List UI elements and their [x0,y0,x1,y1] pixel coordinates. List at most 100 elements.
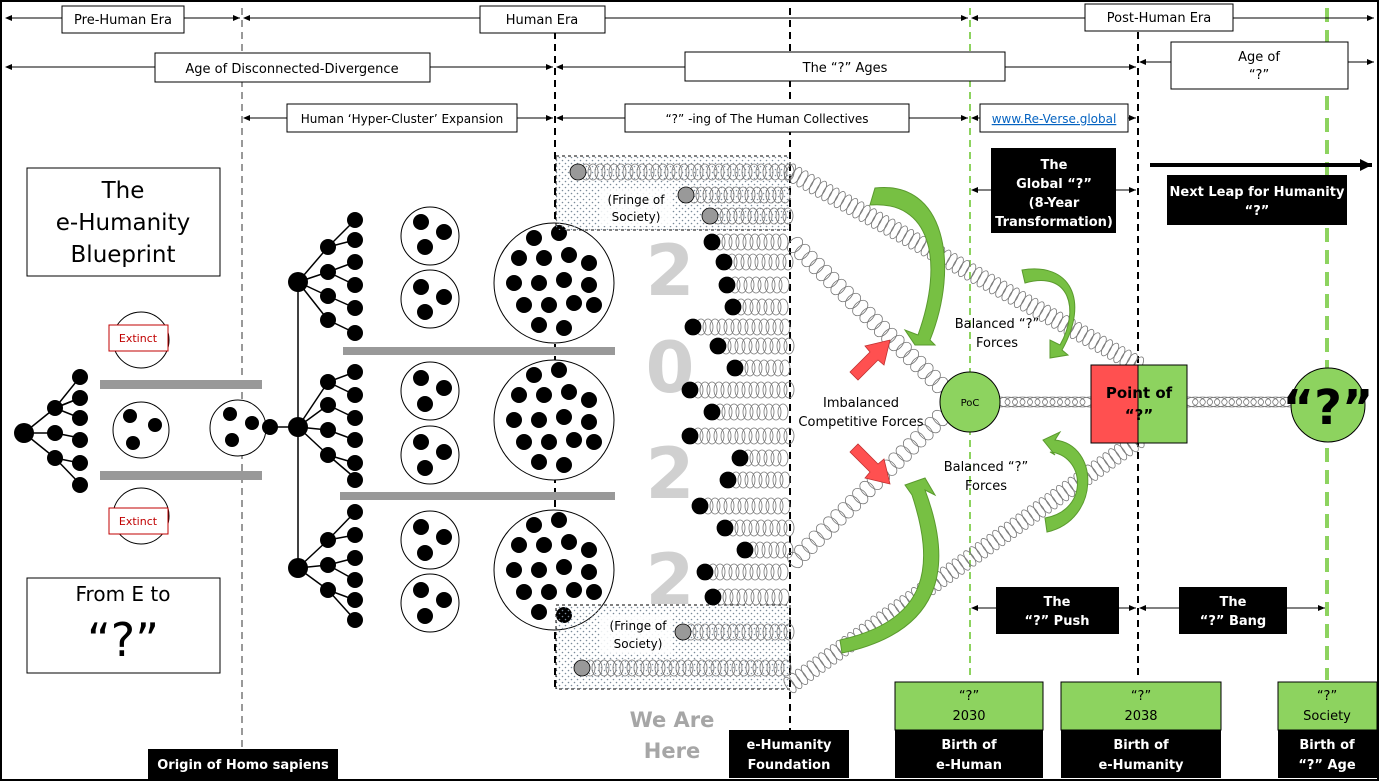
svg-text:2: 2 [646,230,695,312]
svg-text:2: 2 [646,433,695,515]
svg-text:Imbalanced: Imbalanced [823,396,899,411]
age-label-disconnected: Age of Disconnected-Divergence [154,52,431,83]
svg-text:The: The [1041,158,1068,173]
poc-node: PoC [939,371,1001,433]
human-trees-lines [270,219,356,621]
svg-text:Balanced “?”: Balanced “?” [944,460,1029,475]
svg-text:e-Humanity: e-Humanity [1098,758,1184,773]
large-clusters [493,222,615,631]
collective-chains [569,163,795,677]
svg-text:Transformation): Transformation) [995,215,1113,230]
svg-text:Here: Here [644,739,700,763]
cluster-small-origin [209,399,267,457]
svg-text:Human Era: Human Era [506,13,579,28]
milestone-society: “?” Society Birth of “?” Age [1277,681,1378,778]
svg-text:“?” Push: “?” Push [1025,614,1090,629]
phase-label-hyper-cluster: Human ‘Hyper-Cluster’ Expansion [286,103,518,133]
svg-text:Extinct: Extinct [119,515,158,528]
svg-text:“?”: “?” [1283,380,1374,436]
svg-text:(Fringe of: (Fringe of [608,193,666,207]
imbalanced-forces: Imbalanced Competitive Forces [798,396,923,430]
svg-text:Human ‘Hyper-Cluster’ Expansio: Human ‘Hyper-Cluster’ Expansion [301,112,504,126]
final-q-node: “?” [1283,367,1374,443]
next-leap-box: Next Leap for Humanity “?” [1167,175,1347,225]
svg-text:Blueprint: Blueprint [71,242,176,268]
green-arrows [839,187,1089,654]
svg-text:“?”: “?” [1249,68,1269,83]
svg-text:Society: Society [1303,709,1351,724]
cluster-small-mid [112,401,170,459]
root-tree-nodes [14,369,88,493]
era-label-human: Human Era [479,5,606,34]
foundation-box: e-Humanity Foundation [729,730,849,778]
svg-text:Competitive Forces: Competitive Forces [798,415,923,430]
svg-text:Society): Society) [614,637,663,651]
svg-text:We Are: We Are [630,708,715,732]
svg-text:Birth of: Birth of [1299,738,1355,753]
fringe-bottom-label: (Fringe of Society) [600,615,672,653]
svg-text:Age of: Age of [1238,50,1280,65]
svg-text:Pre-Human Era: Pre-Human Era [74,13,172,28]
svg-text:2038: 2038 [1124,709,1157,724]
push-box: The “?” Push [996,587,1119,634]
svg-text:PoC: PoC [961,398,980,409]
svg-text:“?”: “?” [1125,406,1153,424]
svg-text:Society): Society) [612,210,661,224]
extinct-cluster-top: Extinct [108,311,170,369]
svg-text:“?”: “?” [87,613,159,667]
svg-text:“?”: “?” [1245,204,1270,219]
svg-text:Post-Human Era: Post-Human Era [1107,11,1211,26]
svg-text:From E to: From E to [76,582,171,606]
svg-text:Foundation: Foundation [748,758,831,773]
human-trees-nodes [262,212,363,628]
era-label-pre-human: Pre-Human Era [61,5,185,34]
svg-text:Age of Disconnected-Divergence: Age of Disconnected-Divergence [185,62,398,77]
svg-text:e-Humanity: e-Humanity [56,210,190,236]
svg-text:Birth of: Birth of [1113,738,1169,753]
svg-text:The: The [1044,595,1071,610]
svg-text:(8-Year: (8-Year [1029,196,1080,211]
svg-text:Origin of Homo sapiens: Origin of Homo sapiens [157,758,329,773]
svg-text:“?” -ing of The Human Collecti: “?” -ing of The Human Collectives [665,112,868,126]
global-transformation-box: The Global “?” (8-Year Transformation) [991,148,1116,233]
svg-text:Balanced “?”: Balanced “?” [955,317,1040,332]
svg-text:“?” Age: “?” Age [1298,758,1356,773]
svg-text:2030: 2030 [952,709,985,724]
milestone-2030: “?” 2030 Birth of e-Human [894,681,1044,778]
svg-text:e-Human: e-Human [936,758,1002,773]
svg-text:Forces: Forces [965,479,1007,494]
balanced-forces-top: Balanced “?” Forces [955,317,1040,351]
extinct-cluster-bottom: Extinct [108,487,170,545]
svg-text:Next Leap for Humanity: Next Leap for Humanity [1170,185,1345,200]
we-are-here: We Are Here [630,708,715,763]
website-link[interactable]: www.Re-Verse.global [979,103,1129,133]
svg-text:Forces: Forces [976,336,1018,351]
red-arrows [849,339,891,485]
svg-text:Global “?”: Global “?” [1016,177,1092,192]
fringe-top-label: (Fringe of Society) [600,190,672,226]
age-label-age-of: Age of “?” [1170,41,1349,90]
svg-text:The: The [101,178,145,204]
bang-box: The “?” Bang [1179,587,1287,634]
svg-text:www.Re-Verse.global: www.Re-Verse.global [992,112,1117,126]
svg-text:The: The [1220,595,1247,610]
year-digits: 2 0 2 2 [646,230,695,621]
svg-text:Extinct: Extinct [119,332,158,345]
svg-text:The “?” Ages: The “?” Ages [802,61,888,76]
funnel-chains [783,163,1301,694]
balanced-forces-bottom: Balanced “?” Forces [944,460,1029,494]
svg-text:(Fringe of: (Fringe of [610,619,668,633]
svg-text:“?”: “?” [1131,689,1151,704]
age-label-q-ages: The “?” Ages [684,51,1006,82]
blueprint-title: The e-Humanity Blueprint [26,167,221,277]
svg-text:2: 2 [646,539,695,621]
era-label-post-human: Post-Human Era [1084,3,1234,32]
svg-text:e-Humanity: e-Humanity [746,738,832,753]
origin-box: Origin of Homo sapiens [148,749,338,779]
svg-text:“?”: “?” [1317,689,1337,704]
svg-text:“?”: “?” [959,689,979,704]
svg-text:Birth of: Birth of [941,738,997,753]
from-e-title: From E to “?” [26,577,221,674]
